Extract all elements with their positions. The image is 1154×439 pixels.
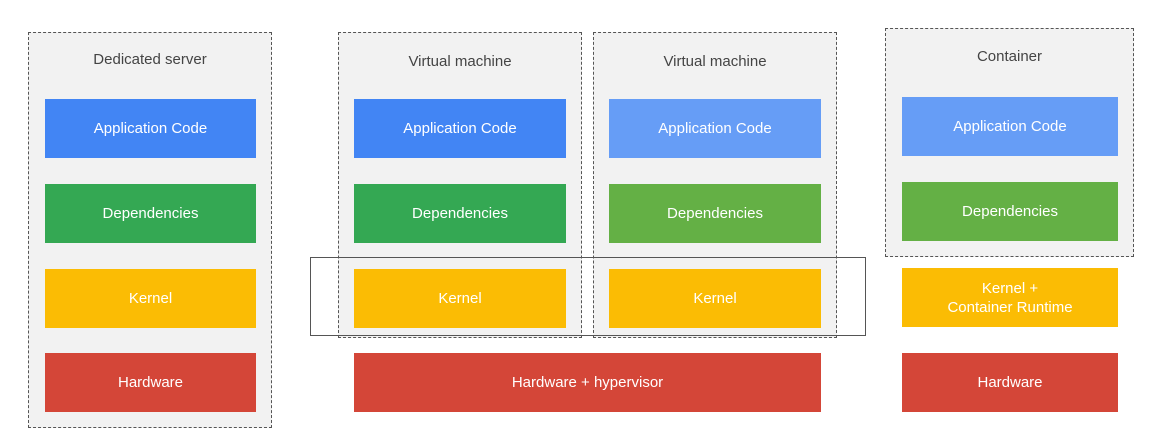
vm2-deps-block: Dependencies: [609, 184, 821, 243]
dedicated-hardware-block: Hardware: [45, 353, 256, 412]
container-runtime-block: Kernel + Container Runtime: [902, 268, 1118, 327]
container-title: Container: [976, 48, 1043, 65]
vm1-kernel-block: Kernel: [354, 269, 566, 328]
vm-hardware-hypervisor-block: Hardware + hypervisor: [354, 353, 821, 412]
dedicated-deps-block: Dependencies: [45, 184, 256, 243]
container-deps-block: Dependencies: [902, 182, 1118, 241]
vm1-deps-block: Dependencies: [354, 184, 566, 243]
container-runtime-line2: Container Runtime: [947, 298, 1073, 316]
vm-kernel-outline: [310, 257, 866, 336]
container-hardware-block: Hardware: [902, 353, 1118, 412]
vm1-title: Virtual machine: [408, 53, 512, 70]
container-runtime-line1: Kernel +: [981, 279, 1039, 297]
dedicated-app-block: Application Code: [45, 99, 256, 158]
vm2-app-block: Application Code: [609, 99, 821, 158]
container-app-block: Application Code: [902, 97, 1118, 156]
vm1-app-block: Application Code: [354, 99, 566, 158]
vm2-kernel-block: Kernel: [609, 269, 821, 328]
vm2-title: Virtual machine: [663, 53, 767, 70]
dedicated-kernel-block: Kernel: [45, 269, 256, 328]
dedicated-server-title: Dedicated server: [93, 51, 207, 68]
